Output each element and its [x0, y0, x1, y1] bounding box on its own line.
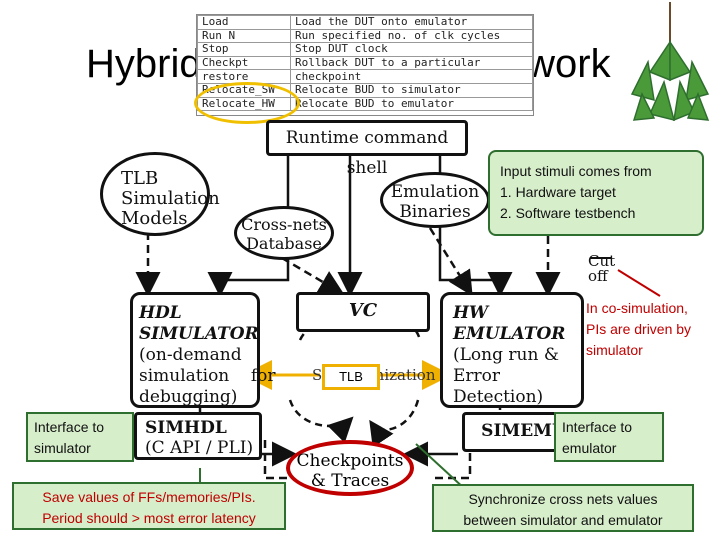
dumplings-decoration-icon	[630, 2, 710, 122]
checkpoints-traces-block: Checkpoints & Traces	[286, 440, 414, 496]
tlb-models-block: TLB Simulation Models	[100, 152, 220, 236]
cutoff-label: Cut off	[588, 252, 616, 285]
save-values-callout: Save values of FFs/memories/PIs. Period …	[12, 482, 286, 530]
hw-emulator-block: HW EMULATOR (Long run & Error Detection)	[440, 292, 584, 408]
relocate-highlight-ellipse	[194, 82, 300, 124]
input-stimuli-callout: Input stimuli comes from 1. Hardware tar…	[488, 150, 704, 236]
sync-callout: Synchronize cross nets values between si…	[432, 484, 694, 532]
iface-emulator-callout: Interface to emulator	[554, 412, 664, 462]
vc-block: VC	[296, 292, 430, 332]
crossnets-database-block: Cross-nets Database	[234, 206, 334, 260]
cosim-note: In co-simulation, PIs are driven by simu…	[586, 300, 692, 358]
emulation-binaries-block: Emulation Binaries	[380, 172, 490, 228]
hdl-simulator-block: HDL SIMULATOR (on-demand simulation for …	[130, 292, 276, 408]
runtime-shell-box: Runtime command shell	[266, 120, 468, 178]
simhdl-block: SIMHDL (C API / PLI)	[134, 412, 262, 460]
tlb-badge: TLB	[322, 364, 380, 390]
iface-simulator-callout: Interface to simulator	[26, 412, 134, 462]
